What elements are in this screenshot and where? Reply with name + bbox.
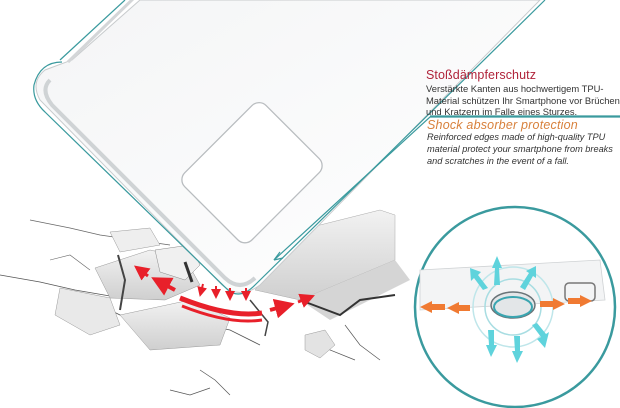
german-heading: Stoßdämpferschutz <box>426 68 537 82</box>
cracked-ground <box>0 209 410 396</box>
english-description: Reinforced edges made of high-quality TP… <box>427 132 613 166</box>
callout-line <box>273 116 620 261</box>
german-description: Verstärkte Kanten aus hochwertigem TPU-M… <box>426 83 620 118</box>
impact-arrows <box>134 265 315 323</box>
magnified-detail <box>413 205 617 408</box>
phone-case <box>33 0 546 295</box>
english-heading: Shock absorber protection <box>427 118 578 132</box>
